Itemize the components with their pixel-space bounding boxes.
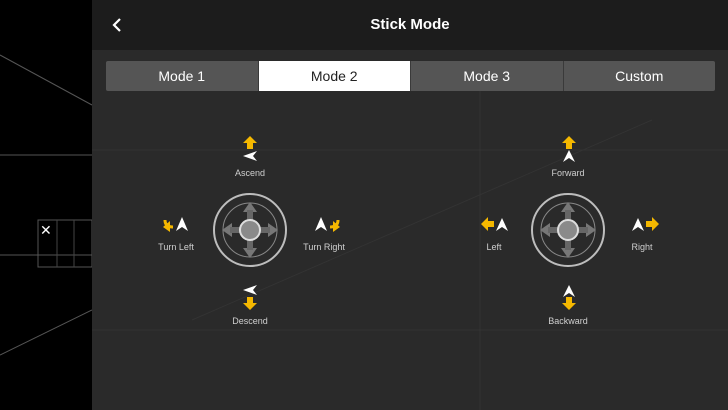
backward-label: Backward: [548, 316, 588, 326]
back-button[interactable]: [102, 10, 132, 40]
header-bar: Stick Mode: [92, 0, 728, 50]
right-stick-icon: [531, 193, 605, 267]
mode-tabs: Mode 1 Mode 2 Mode 3 Custom: [106, 61, 715, 91]
ascend-arrow-icon: [243, 136, 257, 161]
turn-right-label: Turn Right: [303, 242, 345, 252]
descend-arrow-icon: [243, 285, 257, 310]
ascend-label: Ascend: [234, 168, 266, 178]
tab-mode-3[interactable]: Mode 3: [411, 61, 564, 91]
panel-grid-lines: [92, 90, 728, 410]
forward-label: Forward: [551, 168, 585, 178]
descend-label: Descend: [232, 316, 268, 326]
tab-mode-2[interactable]: Mode 2: [258, 61, 411, 91]
left-arrow-icon: [481, 217, 508, 231]
turn-left-label: Turn Left: [158, 242, 194, 252]
tab-custom[interactable]: Custom: [615, 68, 664, 84]
close-icon[interactable]: ✕: [40, 222, 52, 238]
left-label: Left: [486, 242, 502, 252]
stick-mode-panel: Stick Mode Mode 1 Mode 2 Mode 3 Custom A…: [92, 0, 728, 410]
map-background: ✕: [0, 0, 92, 410]
turn-left-arrow-icon: [163, 217, 188, 232]
page-title: Stick Mode: [370, 16, 450, 33]
backward-arrow-icon: [562, 285, 576, 310]
right-arrow-icon: [632, 217, 659, 231]
turn-right-arrow-icon: [315, 217, 340, 232]
map-lines: [0, 54, 92, 356]
right-label: Right: [631, 242, 653, 252]
back-chevron-icon: [112, 18, 121, 32]
forward-arrow-icon: [562, 136, 576, 162]
tab-mode-1[interactable]: Mode 1: [106, 61, 259, 91]
left-stick-icon: [213, 193, 287, 267]
